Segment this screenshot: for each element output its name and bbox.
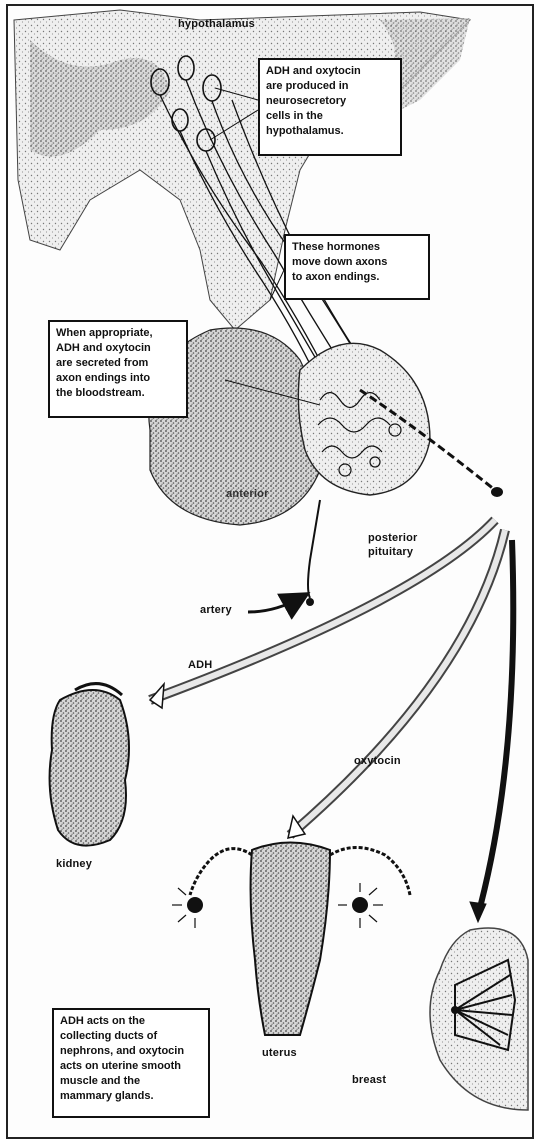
label-artery: artery xyxy=(200,604,232,616)
callout-secreted-line: When appropriate, xyxy=(56,326,180,341)
label-adh: ADH xyxy=(188,659,212,671)
callout-acts-on-line: collecting ducts of xyxy=(60,1029,202,1044)
callout-secreted-line: axon endings into xyxy=(56,371,180,386)
callout-move-down-line: to axon endings. xyxy=(292,270,422,285)
artery-vessel xyxy=(308,500,320,598)
label-hypothalamus: hypothalamus xyxy=(178,18,255,30)
label-oxytocin: oxytocin xyxy=(354,755,401,767)
callout-produced-line: hypothalamus. xyxy=(266,124,394,139)
label-posterior: posterior xyxy=(368,532,417,544)
artery-arrow xyxy=(248,598,300,612)
label-kidney: kidney xyxy=(56,858,92,870)
label-pituitary: pituitary xyxy=(368,546,413,558)
label-anterior: anterior xyxy=(226,488,269,500)
callout-produced-line: neurosecretory xyxy=(266,94,394,109)
label-uterus: uterus xyxy=(262,1047,297,1059)
callout-acts-on-line: ADH acts on the xyxy=(60,1014,202,1029)
posterior-pituitary xyxy=(298,343,430,495)
callout-secreted-line: the bloodstream. xyxy=(56,386,180,401)
callout-move-down-line: move down axons xyxy=(292,255,422,270)
breast-shape xyxy=(430,928,528,1110)
uterus-shape xyxy=(172,843,410,1036)
callout-secreted-line: ADH and oxytocin xyxy=(56,341,180,356)
callout-acts-on-line: mammary glands. xyxy=(60,1089,202,1104)
callout-move-down: These hormones move down axons to axon e… xyxy=(284,234,430,300)
hormone-flow-arrows xyxy=(150,520,513,922)
callout-acts-on-line: acts on uterine smooth xyxy=(60,1059,202,1074)
kidney-shape xyxy=(50,690,129,846)
callout-produced-line: ADH and oxytocin xyxy=(266,64,394,79)
callout-acts-on-line: nephrons, and oxytocin xyxy=(60,1044,202,1059)
callout-secreted: When appropriate, ADH and oxytocin are s… xyxy=(48,320,188,418)
label-breast: breast xyxy=(352,1074,386,1086)
callout-produced: ADH and oxytocin are produced in neurose… xyxy=(258,58,402,156)
callout-acts-on-line: muscle and the xyxy=(60,1074,202,1089)
callout-secreted-line: are secreted from xyxy=(56,356,180,371)
callout-move-down-line: These hormones xyxy=(292,240,422,255)
callout-produced-line: are produced in xyxy=(266,79,394,94)
callout-produced-line: cells in the xyxy=(266,109,394,124)
callout-acts-on: ADH acts on the collecting ducts of neph… xyxy=(52,1008,210,1118)
